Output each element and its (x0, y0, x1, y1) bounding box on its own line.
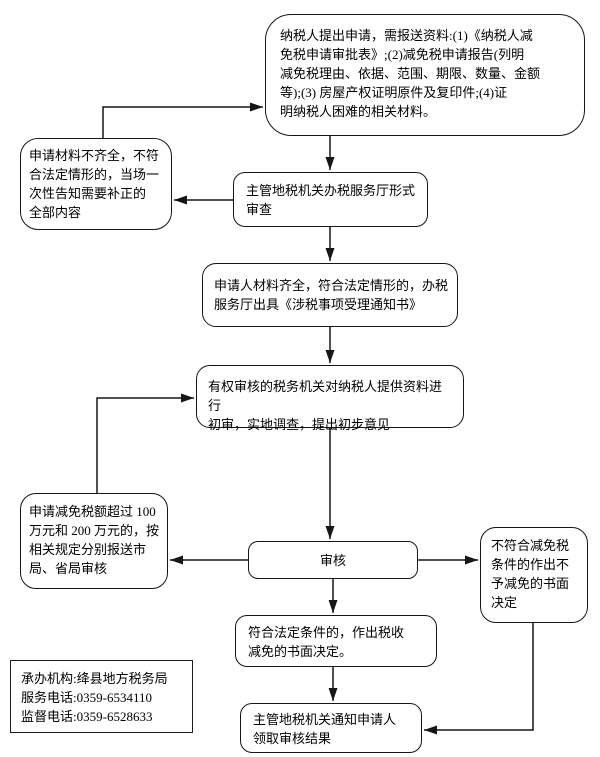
node-apply-materials: 纳税人提出申请，需报送资料:(1)《纳税人减 免税申请审批表》;(2)减免税申请… (265, 14, 585, 136)
node-amount-threshold-text: 申请减免税额超过 100 万元和 200 万元的，按 相关规定分别报送市 局、省… (29, 504, 160, 576)
node-apply-materials-text: 纳税人提出申请，需报送资料:(1)《纳税人减 免税申请审批表》;(2)减免税申请… (280, 28, 541, 119)
node-preliminary-review-text: 有权审核的税务机关对纳税人提供资料进行 初审，实地调查，提出初步意见 (208, 379, 443, 432)
arrow-incomplete-to-apply (102, 102, 263, 138)
node-approval-decision: 符合法定条件的，作出税收 减免的书面决定。 (235, 615, 437, 667)
node-amount-threshold: 申请减免税额超过 100 万元和 200 万元的，按 相关规定分别报送市 局、省… (20, 493, 168, 589)
arrow-reject-to-notify (424, 623, 534, 735)
node-incomplete-materials: 申请材料不齐全，不符 合法定情形的，当场一 次性告知需要补正的 全部内容 (20, 138, 172, 230)
node-acceptance-notice: 申请人材料齐全，符合法定情形的，办税 服务厅出具《涉税事项受理通知书》 (202, 263, 458, 327)
contact-agency: 承办机构:绛县地方税务局 (21, 671, 168, 686)
node-formal-examination-text: 主管地税机关办税服务厅形式 审查 (246, 183, 416, 217)
node-rejection-decision-text: 不符合减免税 条件的作出不 予减免的书面 决定 (491, 538, 570, 610)
node-formal-examination: 主管地税机关办税服务厅形式 审查 (233, 172, 428, 227)
contact-info-box: 承办机构:绛县地方税务局 服务电话:0359-6534110 监督电话:0359… (10, 660, 193, 733)
arrow-threshold-to-review (96, 393, 194, 493)
contact-service-phone: 服务电话:0359-6534110 (21, 690, 152, 705)
node-approval-decision-text: 符合法定条件的，作出税收 减免的书面决定。 (248, 625, 405, 659)
node-notify-result: 主管地税机关通知申请人 领取审核结果 (240, 703, 422, 753)
node-preliminary-review: 有权审核的税务机关对纳税人提供资料进行 初审，实地调查，提出初步意见 (196, 365, 464, 432)
node-acceptance-notice-text: 申请人材料齐全，符合法定情形的，办税 服务厅出具《涉税事项受理通知书》 (214, 278, 449, 312)
node-notify-result-text: 主管地税机关通知申请人 领取审核结果 (253, 712, 397, 746)
node-audit-text: 审核 (319, 552, 346, 568)
node-audit: 审核 (248, 541, 418, 579)
node-rejection-decision: 不符合减免税 条件的作出不 予减免的书面 决定 (480, 527, 588, 623)
node-incomplete-materials-text: 申请材料不齐全，不符 合法定情形的，当场一 次性告知需要补正的 全部内容 (29, 148, 160, 220)
contact-supervision-phone: 监督电话:0359-6528633 (21, 709, 153, 724)
